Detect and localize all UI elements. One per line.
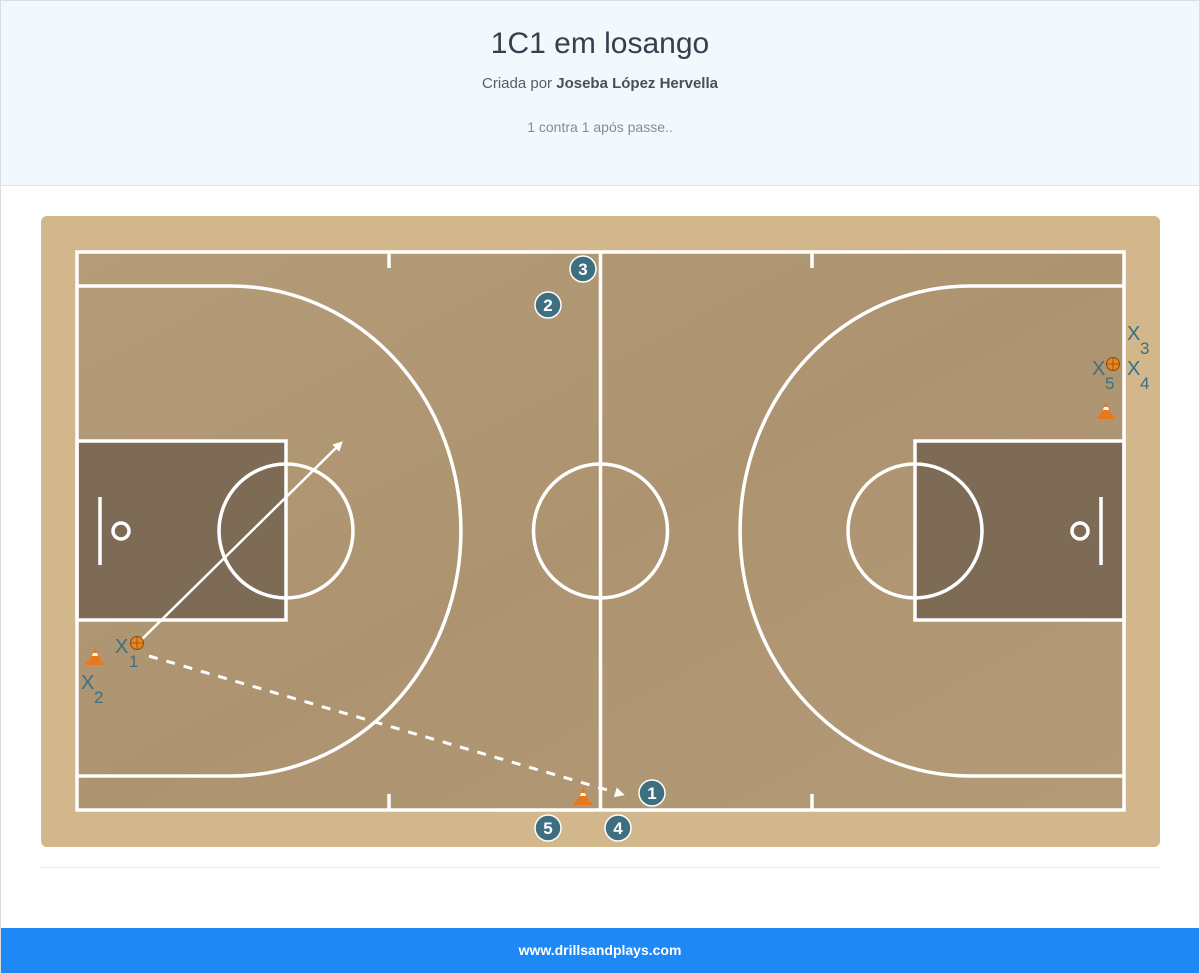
cone-icon [574, 787, 592, 805]
offense-player-4: 4 [604, 814, 632, 842]
court-diagram: 1 2 3 4 5 X 1 X 2 [41, 216, 1160, 847]
svg-text:X: X [1127, 323, 1140, 345]
court-lines [75, 250, 1126, 812]
offense-player-5: 5 [534, 814, 562, 842]
byline-prefix: Criada por [482, 75, 553, 92]
left-paint [77, 441, 286, 620]
svg-text:5: 5 [543, 819, 552, 838]
svg-text:X: X [115, 636, 128, 658]
right-paint [915, 441, 1124, 620]
defense-player-5: X 5 [1092, 358, 1114, 393]
svg-text:2: 2 [543, 296, 552, 315]
svg-text:X: X [1127, 358, 1140, 380]
drive-arrow [132, 441, 343, 649]
drill-byline: Criada por Joseba López Hervella [1, 75, 1199, 92]
svg-text:X: X [81, 672, 94, 694]
svg-text:3: 3 [578, 260, 587, 279]
svg-text:1: 1 [129, 652, 138, 671]
drill-title: 1C1 em losango [490, 27, 710, 60]
svg-text:1: 1 [647, 784, 656, 803]
offense-player-3: 3 [569, 255, 597, 283]
drill-header: 1C1 em losango Criada por Joseba López H… [1, 1, 1199, 186]
offense-player-2: 2 [534, 291, 562, 319]
svg-text:5: 5 [1105, 374, 1114, 393]
defense-player-2: X 2 [81, 672, 103, 707]
svg-text:2: 2 [94, 688, 103, 707]
svg-text:X: X [1092, 358, 1105, 380]
svg-text:3: 3 [1140, 339, 1149, 358]
author-name: Joseba López Hervella [556, 75, 718, 92]
cone-icon [86, 647, 104, 665]
court-svg: 1 2 3 4 5 X 1 X 2 [41, 216, 1160, 847]
defense-player-4: X 4 [1127, 358, 1149, 393]
svg-text:4: 4 [1140, 374, 1149, 393]
cone-icon [1097, 402, 1115, 419]
footer-link[interactable]: www.drillsandplays.com [518, 942, 682, 958]
defense-player-3: X 3 [1127, 323, 1149, 358]
svg-text:4: 4 [613, 819, 623, 838]
drill-description: 1 contra 1 após passe.. [527, 119, 673, 135]
basketball-icon [130, 636, 144, 650]
content-divider [41, 867, 1160, 868]
site-footer: www.drillsandplays.com [1, 928, 1199, 973]
offense-player-1: 1 [638, 779, 666, 807]
basketball-icon [1106, 357, 1120, 371]
defense-player-1: X 1 [115, 636, 138, 671]
